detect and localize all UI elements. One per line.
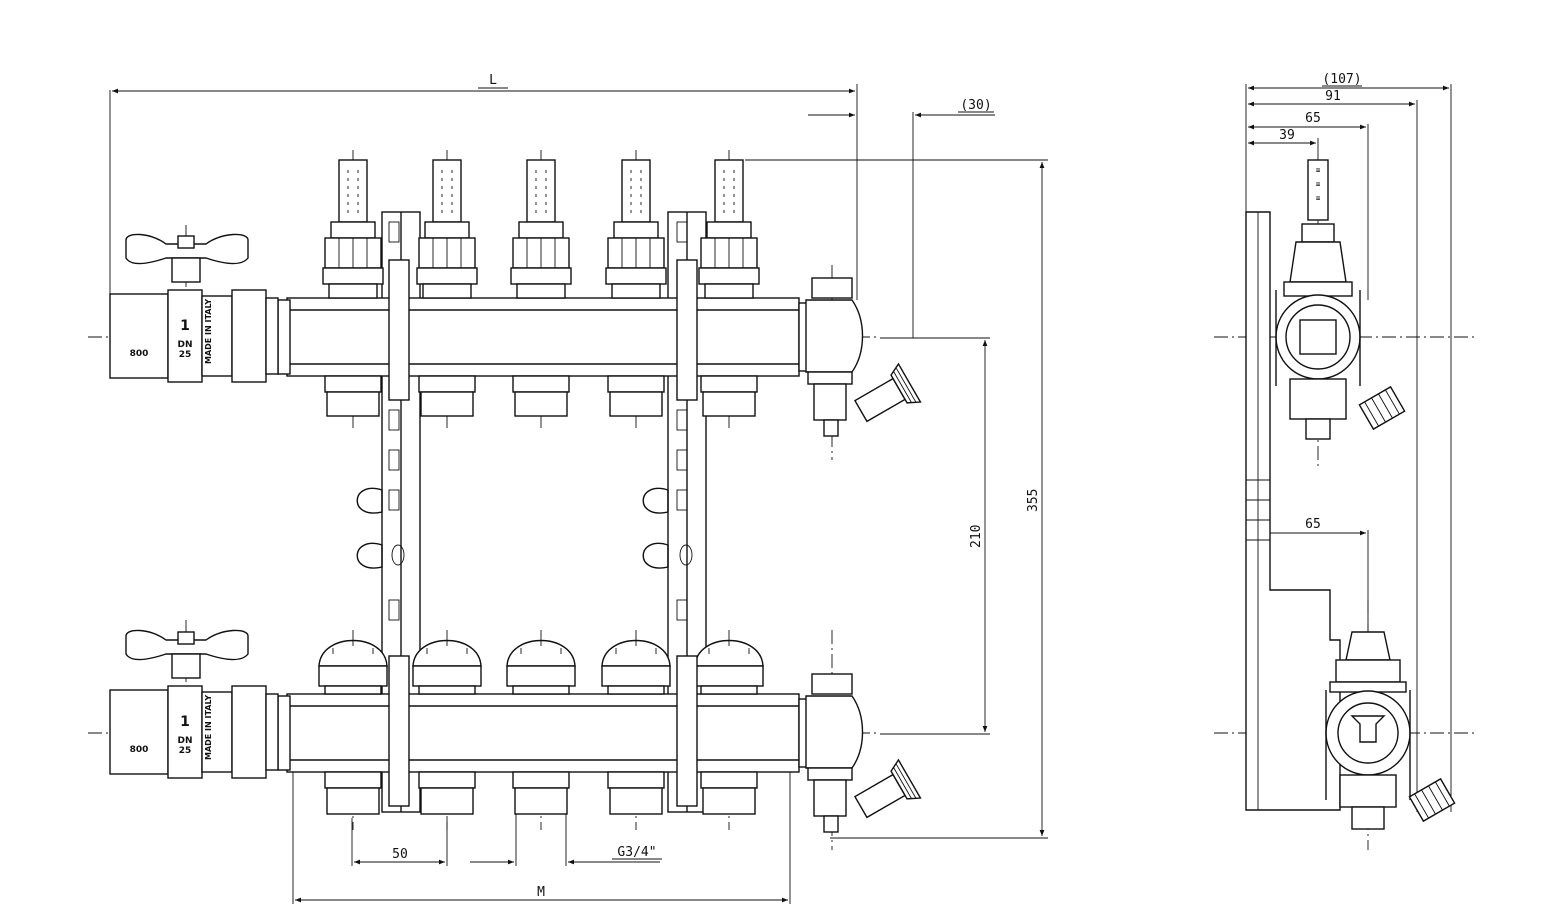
valve-dn-value-2: 25 [179,746,192,756]
flow-meter-1 [322,159,384,299]
dim-label-30: (30) [960,98,991,113]
valve-dn-label-2: DN [177,736,192,746]
front-view: 800 1 DN 25 MADE IN ITALY 800 1 DN 25 MA… [88,73,1048,904]
valve-made-in-label-2: MADE IN ITALY [204,695,213,760]
valve-model-label: 800 [130,349,149,359]
top-outlets [324,375,758,417]
dimension-lines [109,84,1048,904]
bracket-clips [388,259,698,807]
dim-label-65-lower: 65 [1305,517,1321,532]
bottom-outlets [324,771,758,815]
dim-label-50: 50 [392,847,408,862]
end-cap-top [805,277,922,437]
svg-text:≡: ≡ [1315,167,1320,174]
dim-label-107: (107) [1322,72,1361,87]
valve-made-in-label: MADE IN ITALY [204,299,213,364]
ball-valve-top: 800 1 DN 25 MADE IN ITALY [109,233,279,383]
dim-label-thread: G3/4" [617,845,656,860]
dim-label-M: M [537,885,545,900]
flow-meter-2 [416,159,478,299]
wall-plate [1245,211,1341,811]
valve-dn-label: DN [177,340,192,350]
dim-label-210: 210 [969,525,984,548]
side-top-assembly: ≡ ≡ ≡ [1275,159,1406,440]
bottom-manifold [277,693,810,773]
valve-size-label-2: 1 [180,714,190,730]
svg-text:≡: ≡ [1315,181,1320,188]
flow-meter-5 [698,159,760,299]
return-valve-caps [318,639,764,695]
end-cap-bottom [805,673,922,833]
valve-dn-value: 25 [179,350,192,360]
side-bottom-assembly [1325,631,1456,830]
dim-label-91: 91 [1325,89,1341,104]
flow-meter-4 [605,159,667,299]
flow-meter-3 [510,159,572,299]
svg-text:≡: ≡ [1315,195,1320,202]
dim-label-355: 355 [1026,489,1041,512]
valve-size-label: 1 [180,318,190,334]
ball-valve-bottom: 800 1 DN 25 MADE IN ITALY [109,629,279,779]
dim-label-39: 39 [1279,128,1295,143]
side-view: ≡ ≡ ≡ [1214,72,1478,850]
dim-label-65-top: 65 [1305,111,1321,126]
flow-meters [322,159,760,299]
valve-model-label-2: 800 [130,745,149,755]
top-manifold [277,297,810,377]
dim-label-L: L [489,73,497,88]
side-dimension-lines [1245,84,1452,812]
